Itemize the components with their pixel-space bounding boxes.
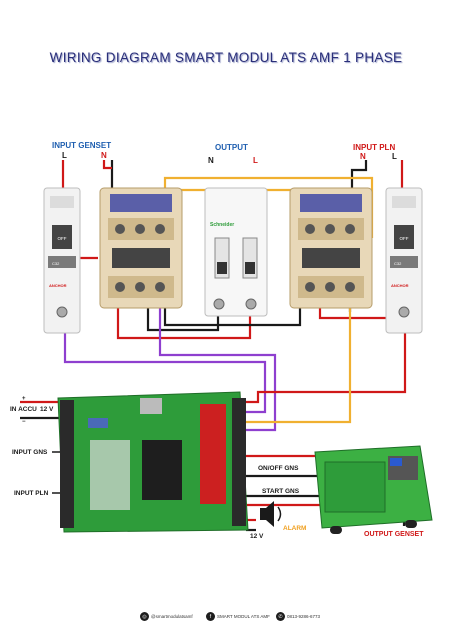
contactor-right[interactable] [289, 187, 373, 309]
footer-instagram[interactable]: ◎ @smartmodulatsamf [140, 612, 193, 621]
smart-module-pcb[interactable] [57, 391, 249, 533]
label-input-pln-module: INPUT PLN [14, 490, 49, 497]
label-start-gns: START GNS [262, 488, 300, 495]
footer-instagram-text: @smartmodulatsamf [151, 614, 193, 619]
whatsapp-icon: ✆ [276, 612, 285, 621]
mcb-off-label: OFF [58, 236, 67, 241]
label-accu-voltage: 12 V [40, 406, 54, 413]
mcb-pln[interactable]: OFF C32 ANCHOR [385, 187, 423, 334]
label-pln-l: L [392, 152, 397, 161]
label-input-gns: INPUT GNS [12, 449, 48, 456]
label-on-off-gns: ON/OFF GNS [258, 465, 299, 472]
mcb-rating: C32 [394, 261, 402, 266]
mcb-output[interactable]: Schneider [204, 187, 268, 317]
contactor-left[interactable] [99, 187, 183, 309]
label-12v: 12 V [250, 533, 264, 540]
mcb-brand: ANCHOR [391, 283, 409, 288]
label-output-l: L [253, 156, 258, 165]
label-genset-l: L [62, 151, 67, 160]
label-output-genset: OUTPUT GENSET [364, 531, 424, 538]
footer: ◎ @smartmodulatsamf f SMART MODUL ATS AM… [0, 612, 452, 628]
mcb-off-label: OFF [400, 236, 409, 241]
facebook-icon: f [206, 612, 215, 621]
mcb-rating: C32 [52, 261, 60, 266]
schneider-label: Schneider [210, 222, 234, 228]
footer-facebook-text: SMART MODUL ATS AMF [217, 614, 270, 619]
label-input-pln: INPUT PLN [353, 143, 395, 152]
mcb-genset[interactable]: OFF C32 ANCHOR [43, 187, 81, 334]
label-pln-n: N [360, 152, 366, 161]
label-output: OUTPUT [215, 143, 248, 152]
footer-whatsapp-text: 0813-9286-6773 [287, 614, 321, 619]
mcb-brand: ANCHOR [49, 283, 67, 288]
accu-plus: + [22, 396, 26, 402]
label-output-n: N [208, 156, 214, 165]
page-title: WIRING DIAGRAM SMART MODUL ATS AMF 1 PHA… [49, 50, 403, 65]
label-genset-n: N [101, 151, 107, 160]
label-alarm: ALARM [283, 525, 306, 532]
footer-facebook[interactable]: f SMART MODUL ATS AMF [206, 612, 270, 621]
speaker-icon [260, 501, 282, 527]
footer-whatsapp[interactable]: ✆ 0813-9286-6773 [276, 612, 320, 621]
accu-minus: − [22, 419, 26, 425]
label-input-genset: INPUT GENSET [52, 141, 111, 150]
instagram-icon: ◎ [140, 612, 149, 621]
label-in-accu: IN ACCU [10, 406, 37, 413]
genset[interactable] [314, 445, 433, 534]
